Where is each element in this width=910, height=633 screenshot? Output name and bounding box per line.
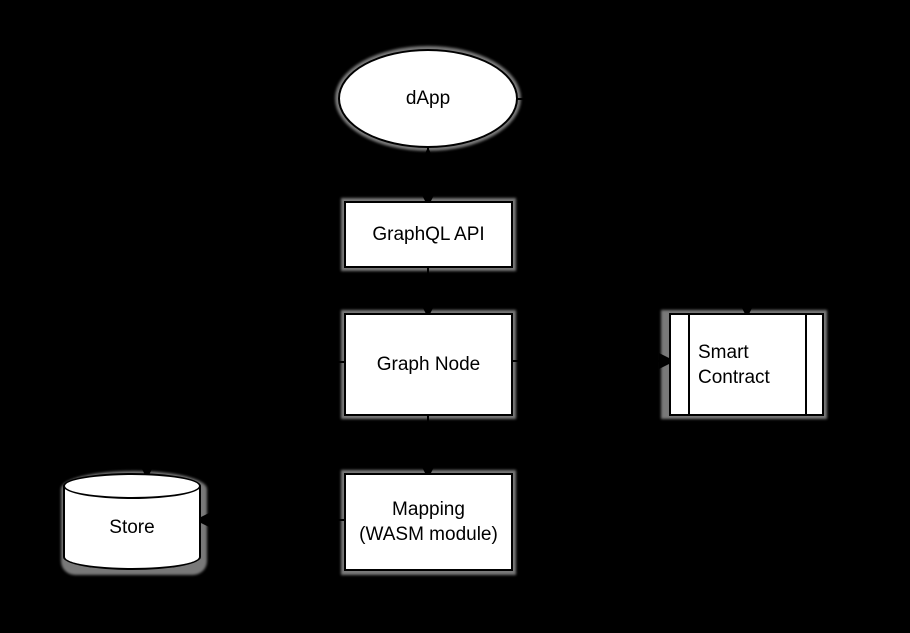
node-graphql-api: GraphQL API [344, 201, 513, 268]
node-graph-node: Graph Node [344, 313, 513, 416]
edge-graph-node-to-store [139, 361, 345, 479]
smart-contract-right-bar [805, 315, 807, 414]
mapping-label-line1: Mapping [392, 499, 465, 520]
dapp-label: dApp [405, 88, 451, 109]
mapping-label-line2: (WASM module) [359, 524, 498, 545]
store-label: Store [109, 516, 155, 538]
smart-contract-left-bar [688, 315, 690, 414]
node-store: Store [63, 486, 201, 570]
smart-contract-label-line1: Smart [698, 341, 749, 363]
node-smart-contract: Smart Contract [669, 313, 824, 416]
store-cylinder-top [63, 473, 201, 499]
edge-dapp-to-smart-contract [516, 98, 755, 318]
smart-contract-label: Smart Contract [671, 340, 770, 390]
smart-contract-label-line2: Contract [698, 366, 770, 388]
node-dapp: dApp [338, 49, 518, 148]
graph-node-label: Graph Node [376, 354, 481, 375]
node-mapping: Mapping (WASM module) [344, 473, 513, 571]
graphql-api-label: GraphQL API [372, 224, 485, 245]
mapping-label: Mapping (WASM module) [359, 497, 498, 547]
